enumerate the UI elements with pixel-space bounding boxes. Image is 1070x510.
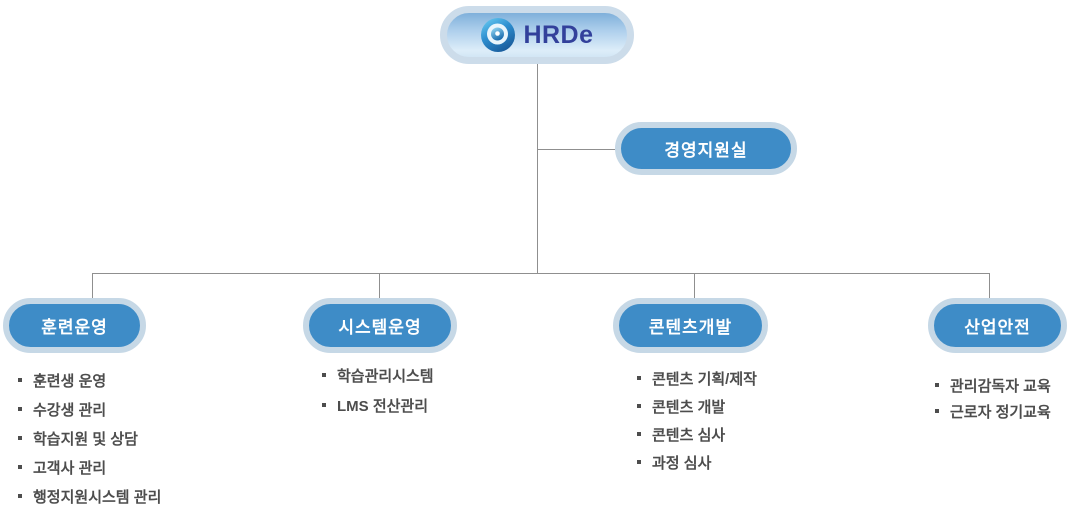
list-item-label: 근로자 정기교육 — [950, 403, 1051, 421]
list-item: 콘텐츠 개발 — [637, 397, 757, 416]
list-item: LMS 전산관리 — [322, 396, 434, 415]
bullet-icon — [637, 376, 641, 380]
list-item: 근로자 정기교육 — [935, 402, 1051, 421]
list-item-label: 콘텐츠 심사 — [652, 426, 726, 444]
dept-node-content-development: 콘텐츠개발 — [613, 298, 768, 353]
list-item-label: 과정 심사 — [652, 454, 712, 472]
connector-drop-dept-3 — [694, 273, 695, 298]
bullet-icon — [18, 436, 22, 440]
list-item-label: 관리감독자 교육 — [950, 377, 1051, 395]
connector-staff-branch — [537, 149, 615, 150]
bullet-icon — [322, 373, 326, 377]
list-item: 행정지원시스템 관리 — [18, 487, 162, 506]
bullet-icon — [935, 409, 939, 413]
dept-list-system-operations: 학습관리시스템 LMS 전산관리 — [322, 366, 434, 426]
list-item-label: 콘텐츠 기획/제작 — [652, 370, 757, 388]
dept-node-label: 시스템운영 — [338, 318, 422, 337]
list-item: 콘텐츠 기획/제작 — [637, 369, 757, 388]
connector-drop-dept-2 — [379, 273, 380, 298]
list-item: 학습관리시스템 — [322, 366, 434, 385]
bullet-icon — [637, 460, 641, 464]
list-item-label: 학습지원 및 상담 — [33, 430, 138, 448]
list-item-label: 수강생 관리 — [33, 401, 107, 419]
dept-node-training-operations: 훈련운영 — [3, 298, 146, 353]
root-label: HRDe — [523, 20, 594, 49]
dept-list-industrial-safety: 관리감독자 교육 근로자 정기교육 — [935, 376, 1051, 428]
root-node: HRDe — [440, 6, 634, 64]
connector-root-vertical — [537, 64, 538, 273]
hrde-swirl-logo-icon — [480, 17, 516, 53]
bullet-icon — [18, 465, 22, 469]
bullet-icon — [18, 378, 22, 382]
dept-node-system-operations: 시스템운영 — [303, 298, 457, 353]
bullet-icon — [18, 494, 22, 498]
dept-list-content-development: 콘텐츠 기획/제작 콘텐츠 개발 콘텐츠 심사 과정 심사 — [637, 369, 757, 481]
connector-drop-dept-1 — [92, 273, 93, 298]
staff-node-label: 경영지원실 — [664, 141, 748, 160]
list-item-label: 행정지원시스템 관리 — [33, 488, 162, 506]
list-item-label: 콘텐츠 개발 — [652, 398, 726, 416]
list-item: 콘텐츠 심사 — [637, 425, 757, 444]
bullet-icon — [322, 403, 326, 407]
bullet-icon — [18, 407, 22, 411]
dept-node-label: 콘텐츠개발 — [648, 318, 733, 337]
bullet-icon — [935, 383, 939, 387]
list-item-label: 학습관리시스템 — [337, 367, 434, 385]
list-item: 수강생 관리 — [18, 400, 161, 419]
dept-list-training-operations: 훈련생 운영 수강생 관리 학습지원 및 상담 고객사 관리 행정지원시스템 관… — [18, 371, 161, 510]
staff-node-management-support: 경영지원실 — [615, 122, 797, 175]
bullet-icon — [637, 404, 641, 408]
list-item: 훈련생 운영 — [18, 371, 161, 390]
list-item: 과정 심사 — [637, 453, 757, 472]
dept-node-label: 훈련운영 — [41, 318, 108, 337]
dept-node-label: 산업안전 — [964, 318, 1031, 337]
list-item: 관리감독자 교육 — [935, 376, 1051, 395]
dept-node-industrial-safety: 산업안전 — [928, 298, 1067, 353]
list-item-label: 훈련생 운영 — [33, 372, 107, 390]
list-item: 학습지원 및 상담 — [18, 429, 161, 448]
bullet-icon — [637, 432, 641, 436]
list-item-label: 고객사 관리 — [33, 459, 107, 477]
list-item-label: LMS 전산관리 — [337, 397, 429, 415]
list-item: 고객사 관리 — [18, 458, 161, 477]
connector-dept-horizontal — [92, 273, 990, 274]
connector-drop-dept-4 — [989, 273, 990, 298]
